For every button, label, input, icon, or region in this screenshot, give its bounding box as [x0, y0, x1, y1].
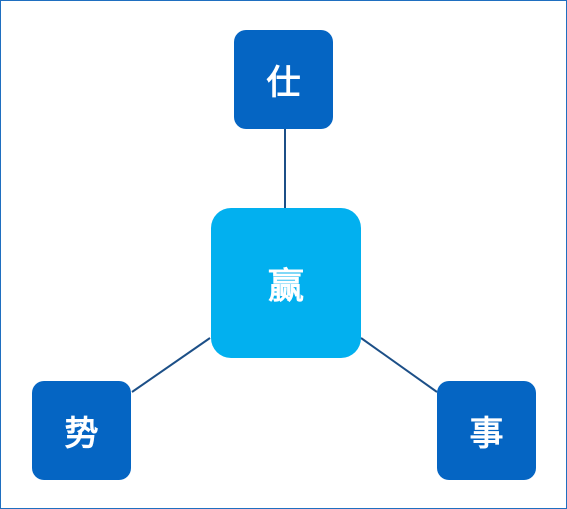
connector-right [360, 337, 438, 393]
node-top-label: 仕 [266, 63, 301, 103]
node-center-label: 赢 [267, 266, 304, 307]
node-left-label: 势 [64, 414, 99, 454]
node-right: 事 [437, 381, 536, 480]
node-top: 仕 [234, 30, 333, 129]
node-center: 赢 [211, 208, 361, 358]
node-right-label: 事 [469, 414, 504, 454]
node-left: 势 [32, 381, 131, 480]
connector-left [131, 337, 211, 393]
